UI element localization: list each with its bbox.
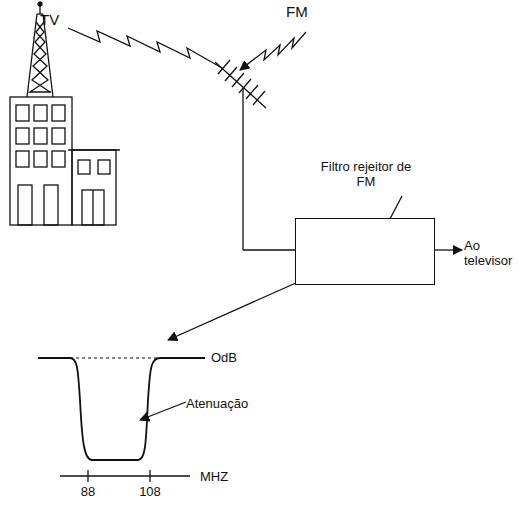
fm-signal [240,32,306,70]
station-building [10,97,120,225]
detail-arrow [168,282,298,340]
antenna [215,60,295,250]
text-label: TV [40,12,70,27]
filter-box: Filtro rejeitor de FM [295,218,435,285]
text-label: Ao televisor [464,238,520,268]
text-label: FM [286,4,316,19]
text-label: 108 [136,484,164,499]
attenuation-arrow [140,402,186,420]
response-graph [38,358,205,482]
output-arrow [435,249,462,250]
box-label: Filtro rejeitor de FM [311,159,421,189]
text-label: 88 [74,484,102,499]
tv-signal [68,28,222,68]
text-label: MHZ [200,469,250,484]
text-label: Atenuação [186,396,266,411]
text-label: OdB [211,350,251,365]
